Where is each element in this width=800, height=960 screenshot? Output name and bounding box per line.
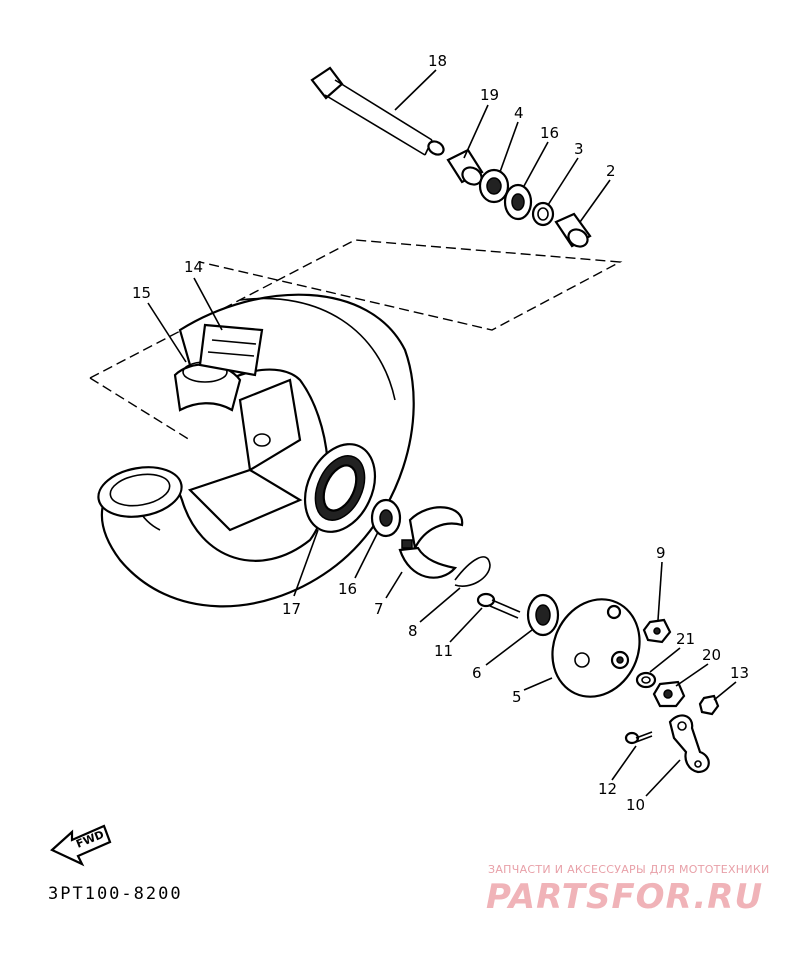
- leader-10: [645, 759, 681, 797]
- callout-14: 14: [184, 258, 203, 276]
- assembly-guide-line-2: [89, 377, 191, 441]
- nut-part-13: [698, 694, 720, 716]
- leader-5: [523, 677, 553, 691]
- callout-5: 5: [512, 688, 522, 706]
- leader-4: [499, 121, 519, 173]
- leader-14: [193, 277, 223, 331]
- forward-arrow-icon: FWD: [50, 824, 112, 867]
- callout-7: 7: [374, 600, 384, 618]
- lever-part-10: [668, 714, 710, 774]
- leader-8: [419, 587, 461, 623]
- cam-part-11: [476, 592, 521, 619]
- nut-part-9: [642, 618, 672, 644]
- spring-part-8: [454, 556, 491, 587]
- callout-6: 6: [472, 664, 482, 682]
- callout-10: 10: [626, 796, 645, 814]
- leader-11: [449, 607, 483, 643]
- watermark-tagline: ЗАПЧАСТИ И АКСЕССУАРЫ ДЛЯ МОТОТЕХНИКИ: [488, 863, 770, 876]
- leader-20: [675, 663, 709, 687]
- bearing-part-4: [478, 168, 510, 204]
- callout-16-lower: 16: [338, 580, 357, 598]
- leader-2: [579, 179, 611, 223]
- callout-19: 19: [480, 86, 499, 104]
- callout-17: 17: [282, 600, 301, 618]
- callout-13: 13: [730, 664, 749, 682]
- assembly-guide-line: [89, 239, 623, 379]
- callout-4: 4: [514, 104, 524, 122]
- collar-part-2: [554, 212, 592, 248]
- callout-21: 21: [676, 630, 695, 648]
- drum-part-17: [303, 443, 377, 533]
- callout-16-upper: 16: [540, 124, 559, 142]
- leader-17: [293, 529, 319, 597]
- callout-15: 15: [132, 284, 151, 302]
- leader-16b: [354, 531, 379, 579]
- callout-8: 8: [408, 622, 418, 640]
- callout-11: 11: [434, 642, 453, 660]
- leader-7: [385, 571, 403, 599]
- leader-12: [611, 745, 637, 781]
- callout-2: 2: [606, 162, 616, 180]
- diagram-code: 3PT100-8200: [48, 884, 183, 904]
- seal-part-16-upper: [503, 183, 533, 221]
- bearing-part-16-lower: [370, 498, 402, 538]
- leader-13: [713, 681, 737, 701]
- callout-18: 18: [428, 52, 447, 70]
- leader-19: [463, 104, 489, 159]
- collar-part-19: [446, 148, 484, 186]
- nut-part-20: [652, 680, 686, 708]
- washer-part-3: [531, 201, 555, 227]
- callout-20: 20: [702, 646, 721, 664]
- leader-6: [485, 629, 533, 666]
- callout-3: 3: [574, 140, 584, 158]
- brake-plate-part-5: [551, 598, 641, 698]
- leader-3: [547, 157, 579, 206]
- tire-tread-part-14: [198, 323, 264, 377]
- bolt-part-12: [624, 731, 653, 745]
- leader-9: [657, 561, 663, 621]
- callout-9: 9: [656, 544, 666, 562]
- leader-15: [147, 302, 187, 363]
- watermark-logo: PARTSFOR.RU: [486, 877, 764, 917]
- brake-shoe-part-7: [398, 506, 464, 579]
- leader-21: [649, 647, 681, 673]
- seal-part-6: [526, 593, 560, 637]
- washer-part-21: [635, 671, 657, 689]
- axle-part: [310, 66, 445, 156]
- callout-12: 12: [598, 780, 617, 798]
- leader-16a: [523, 141, 549, 187]
- leader-18: [394, 69, 437, 111]
- tube-part-15: [173, 361, 242, 412]
